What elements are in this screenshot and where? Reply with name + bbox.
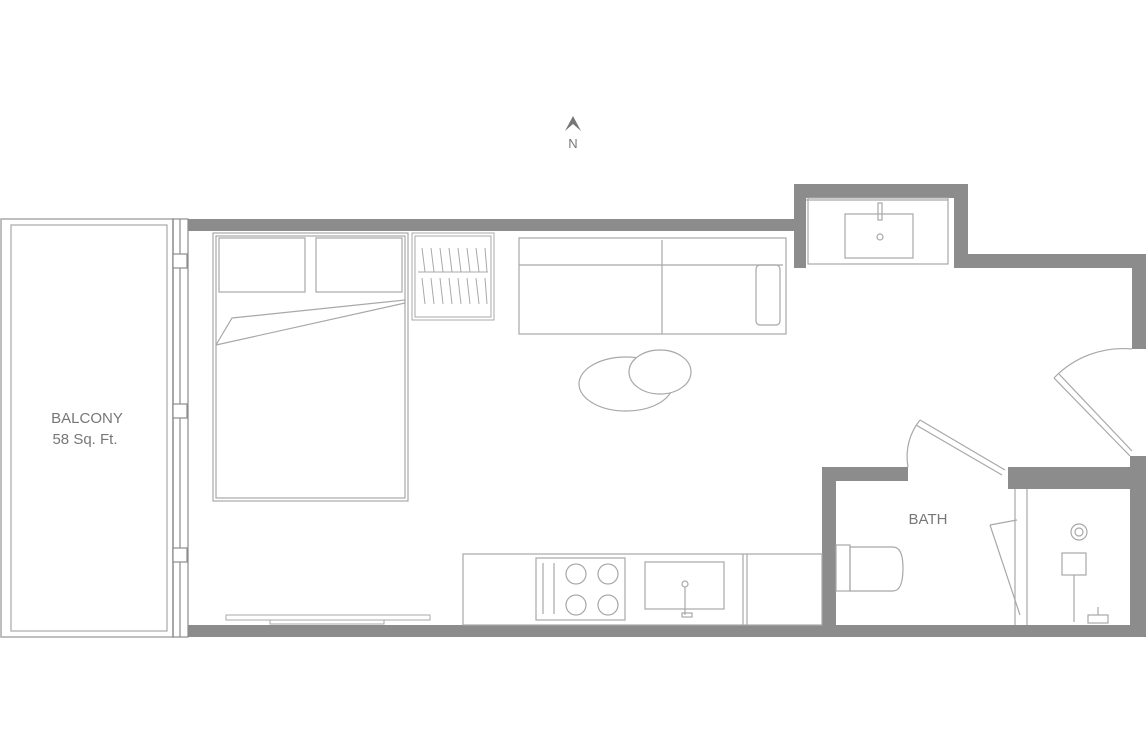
walls xyxy=(188,184,1146,637)
entry-door xyxy=(1053,347,1133,457)
bath-door xyxy=(906,419,1006,476)
bath-label: BATH xyxy=(909,511,948,528)
south-wall xyxy=(188,625,1146,637)
pillow-left xyxy=(218,237,306,293)
balcony-outline xyxy=(0,218,174,638)
blanket-fold xyxy=(215,299,406,346)
kitchen xyxy=(462,553,823,626)
sliding-door xyxy=(172,218,189,638)
shower-head-icon xyxy=(1070,523,1088,541)
north-arrow-icon xyxy=(565,116,581,131)
north-wall xyxy=(188,219,794,231)
shower xyxy=(989,489,1109,625)
east-wall-upper xyxy=(1132,254,1146,349)
east-wall-lower xyxy=(1130,456,1146,637)
north-label: N xyxy=(568,136,577,151)
shoe-rack xyxy=(411,232,495,321)
balcony-inner-outline xyxy=(10,224,168,632)
kitchen-sink-icon xyxy=(644,561,725,618)
coffee-tables xyxy=(578,349,692,412)
balcony-area: 58 Sq. Ft. xyxy=(52,431,117,448)
bed xyxy=(212,232,409,502)
pillow-right xyxy=(315,237,403,293)
balcony: BALCONY 58 Sq. Ft. xyxy=(0,218,174,638)
sofa xyxy=(518,237,787,335)
toilet-icon xyxy=(835,544,904,592)
bath-west-wall xyxy=(822,467,836,637)
bed-frame xyxy=(212,232,409,502)
vanity-sink-icon xyxy=(806,197,949,265)
media-console xyxy=(225,614,431,625)
cooktop-icon xyxy=(535,557,626,621)
shower-control xyxy=(1061,552,1087,576)
north-compass: N xyxy=(565,116,581,151)
balcony-label: BALCONY xyxy=(51,410,123,427)
